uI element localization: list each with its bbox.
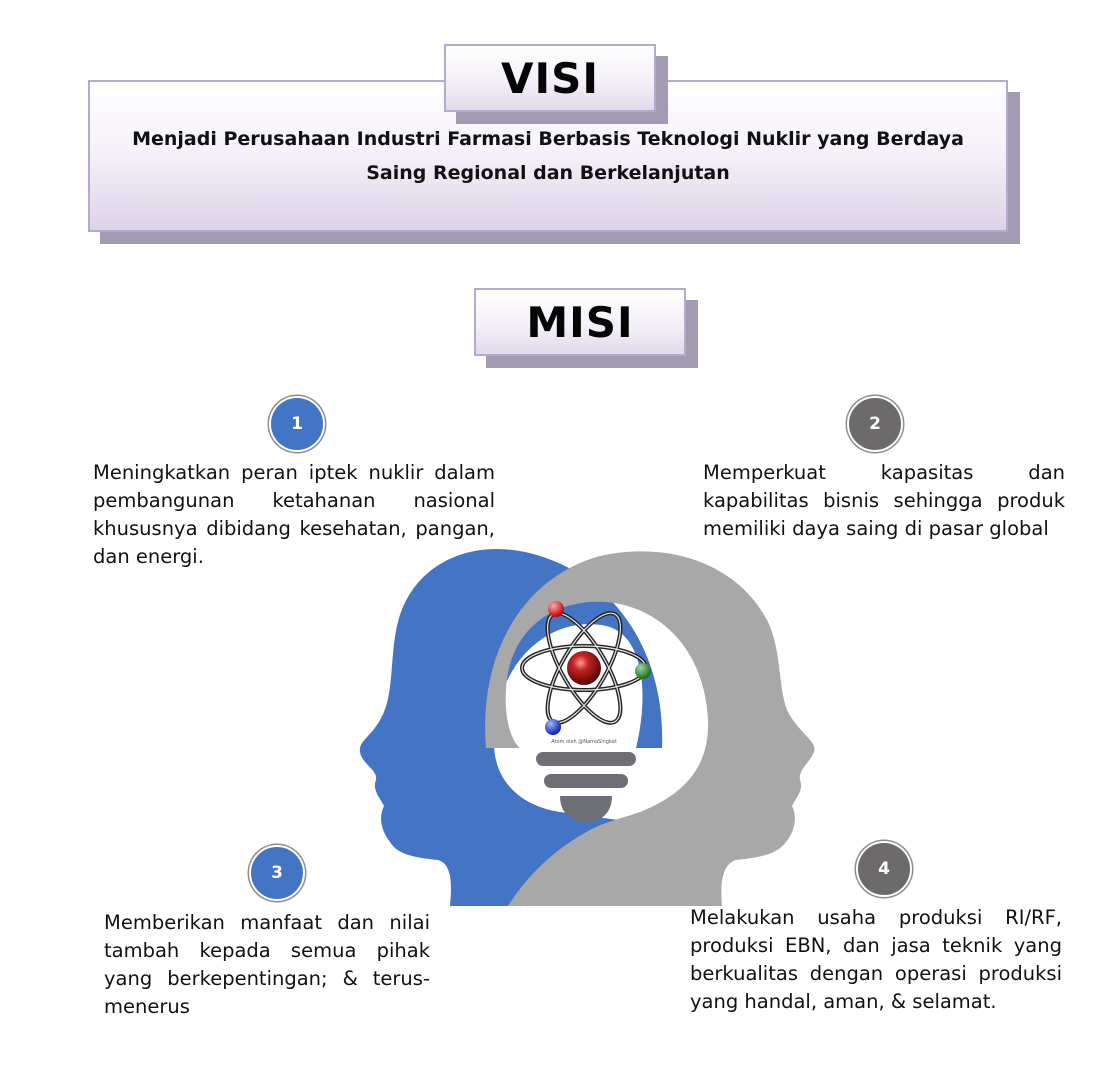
bulb-socket-ring-2 [544,774,628,788]
electron-blue [545,719,561,735]
misi-number-4: 4 [856,841,912,897]
bulb-socket-base [560,796,612,822]
electron-green [635,663,651,679]
right-head-silhouette [485,551,815,906]
atom-nucleus [567,651,601,685]
misi-text-3: Memberikan manfaat dan nilai tambah kepa… [104,911,430,1018]
misi-number-2: 2 [847,396,903,452]
atom-watermark: Atom oleh @NamaSingkat [551,739,617,745]
misi-text-2: Memperkuat kapasitas dan kapabilitas bis… [703,461,1065,540]
visi-statement: Menjadi Perusahaan Industri Farmasi Berb… [132,128,964,184]
misi-text-1: Meningkatkan peran iptek nuklir dalam pe… [93,461,495,568]
visi-title: VISI [444,44,656,112]
misi-number-1: 1 [269,396,325,452]
misi-title: MISI [474,288,686,356]
electron-red [548,601,564,617]
bulb-socket-ring-1 [536,752,636,766]
misi-number-3: 3 [249,845,305,901]
misi-text-4: Melakukan usaha produksi RI/RF, produksi… [690,906,1062,1013]
